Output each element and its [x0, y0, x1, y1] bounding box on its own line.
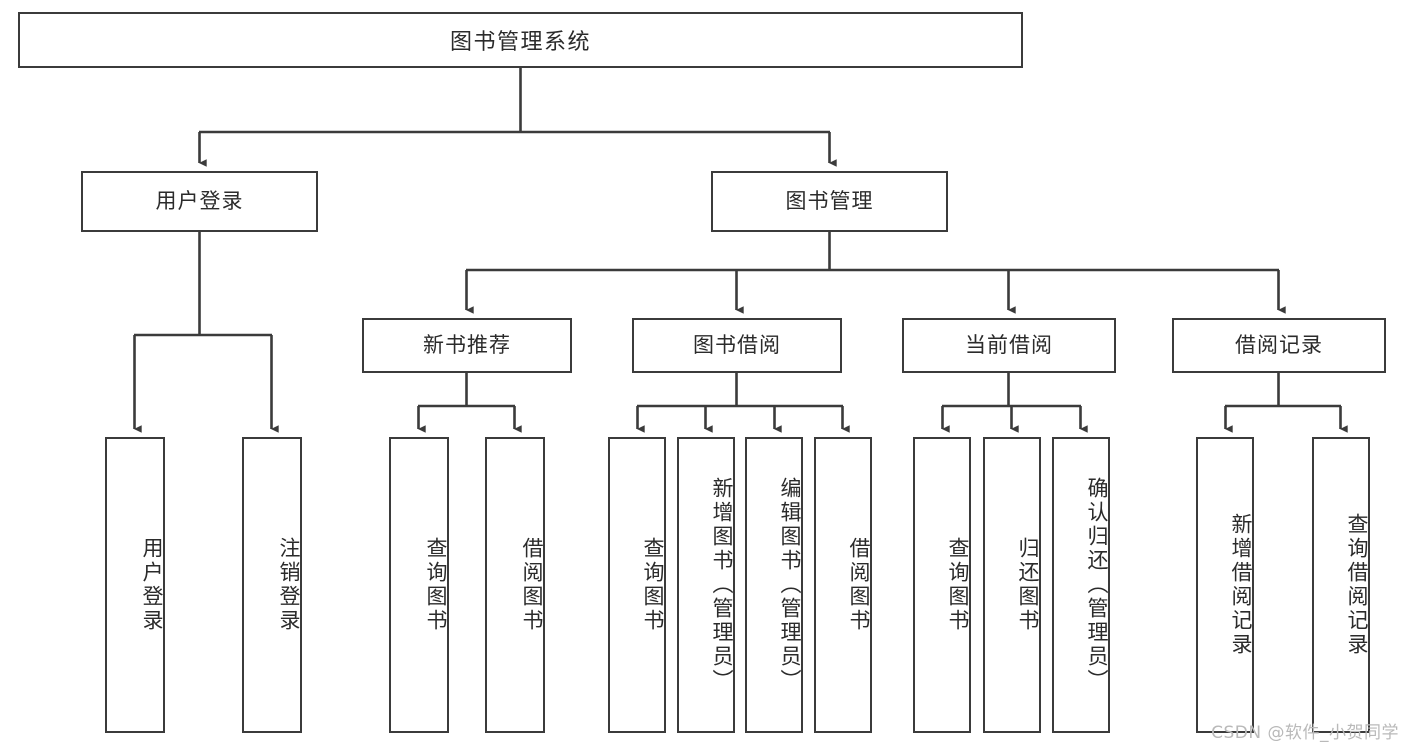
node-label: 当前借阅 — [965, 332, 1053, 357]
node-leaf-add-borrow-record[interactable]: 新增借阅记录 — [1196, 437, 1254, 733]
node-leaf-borrow-book[interactable]: 借阅图书 — [814, 437, 872, 733]
node-current-borrow[interactable]: 当前借阅 — [902, 318, 1116, 373]
node-leaf-query-book-recommendation[interactable]: 查询图书 — [389, 437, 449, 733]
csdn-watermark: CSDN @软件_小贺同学 — [1211, 723, 1399, 743]
edge-borrow-record-to-leaves — [1224, 373, 1348, 433]
node-leaf-query-borrow-record[interactable]: 查询借阅记录 — [1312, 437, 1370, 733]
node-label: 用户登录 — [140, 537, 164, 633]
edge-book-borrow-to-leaves — [636, 373, 850, 433]
node-label: 确认归还（管理员） — [1085, 477, 1109, 693]
edge-new-book-rec-to-leaves — [417, 373, 522, 433]
node-leaf-add-book-admin[interactable]: 新增图书（管理员） — [677, 437, 735, 733]
node-label: 借阅图书 — [520, 537, 544, 633]
node-leaf-user-logout[interactable]: 注销登录 — [242, 437, 302, 733]
node-leaf-query-book-current[interactable]: 查询图书 — [913, 437, 971, 733]
edge-user-login-to-leaves — [133, 232, 279, 433]
node-label: 查询图书 — [424, 537, 448, 633]
node-leaf-user-login[interactable]: 用户登录 — [105, 437, 165, 733]
node-label: 新书推荐 — [423, 332, 511, 357]
node-new-book-recommendation[interactable]: 新书推荐 — [362, 318, 572, 373]
node-label: 新增借阅记录 — [1229, 513, 1253, 657]
edge-current-borrow-to-leaves — [941, 373, 1088, 433]
node-leaf-return-book[interactable]: 归还图书 — [983, 437, 1041, 733]
node-root-book-management-system[interactable]: 图书管理系统 — [18, 12, 1023, 68]
node-label: 图书管理系统 — [449, 30, 591, 55]
node-leaf-confirm-return-admin[interactable]: 确认归还（管理员） — [1052, 437, 1110, 733]
edge-book-manage-to-level3 — [465, 232, 1286, 314]
node-leaf-borrow-book-recommendation[interactable]: 借阅图书 — [485, 437, 545, 733]
node-book-borrow[interactable]: 图书借阅 — [632, 318, 842, 373]
edge-root-to-level2 — [198, 68, 837, 167]
node-label: 图书管理 — [785, 188, 874, 213]
node-borrow-record[interactable]: 借阅记录 — [1172, 318, 1386, 373]
node-label: 图书借阅 — [693, 332, 781, 357]
node-label: 编辑图书（管理员） — [778, 477, 802, 693]
node-label: 新增图书（管理员） — [710, 477, 734, 693]
node-label: 查询图书 — [946, 537, 970, 633]
node-label: 借阅图书 — [847, 537, 871, 633]
node-label: 查询图书 — [641, 537, 665, 633]
node-user-login[interactable]: 用户登录 — [81, 171, 318, 232]
node-label: 归还图书 — [1016, 537, 1040, 633]
node-leaf-query-book-borrow[interactable]: 查询图书 — [608, 437, 666, 733]
node-label: 借阅记录 — [1235, 332, 1323, 357]
node-leaf-edit-book-admin[interactable]: 编辑图书（管理员） — [745, 437, 803, 733]
node-book-manage[interactable]: 图书管理 — [711, 171, 948, 232]
node-label: 用户登录 — [155, 188, 244, 213]
node-label: 查询借阅记录 — [1345, 513, 1369, 657]
node-label: 注销登录 — [277, 537, 301, 633]
